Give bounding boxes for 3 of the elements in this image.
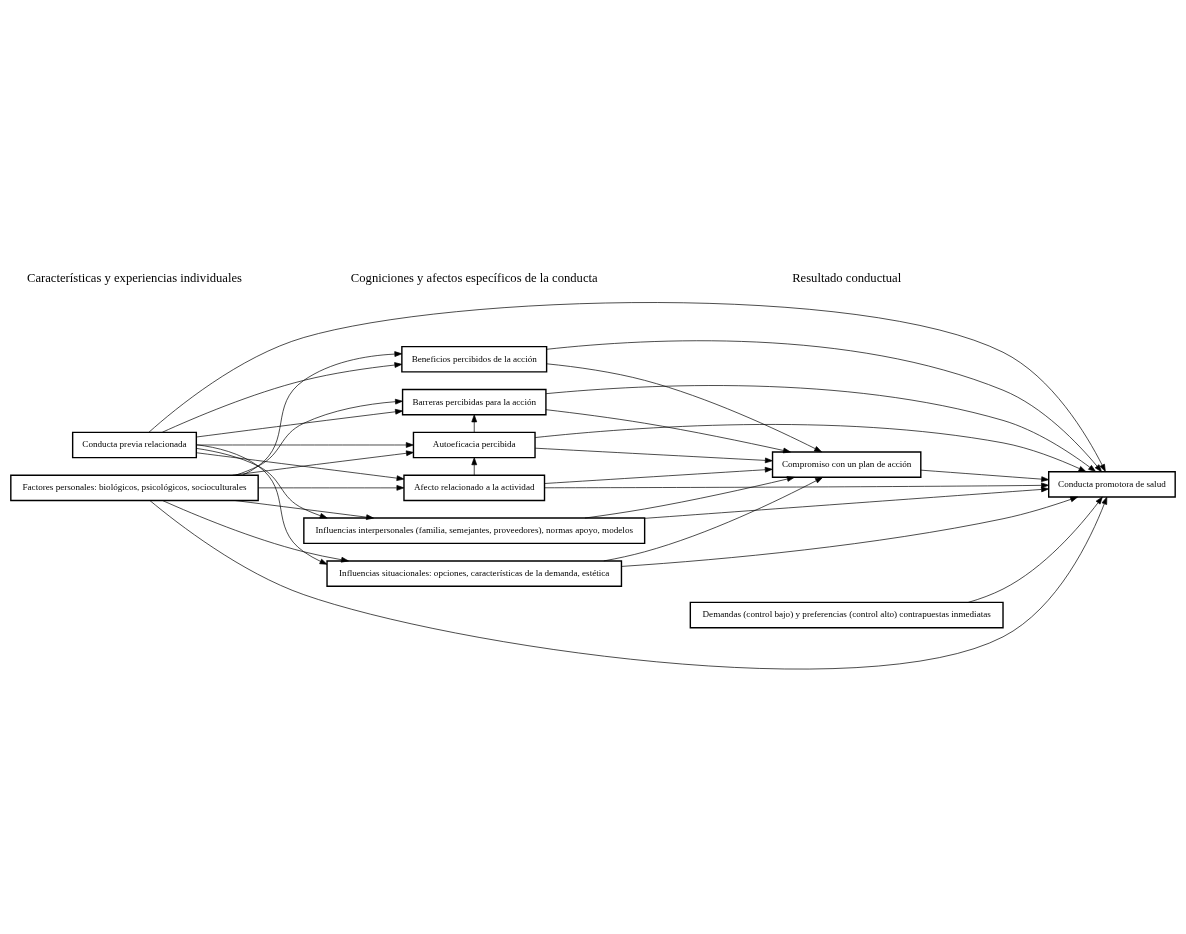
label: Características y experiencias individuales <box>27 270 242 285</box>
label: Cogniciones y afectos específicos de la conducta <box>350 270 598 285</box>
label: Resultado conductual <box>792 270 902 285</box>
